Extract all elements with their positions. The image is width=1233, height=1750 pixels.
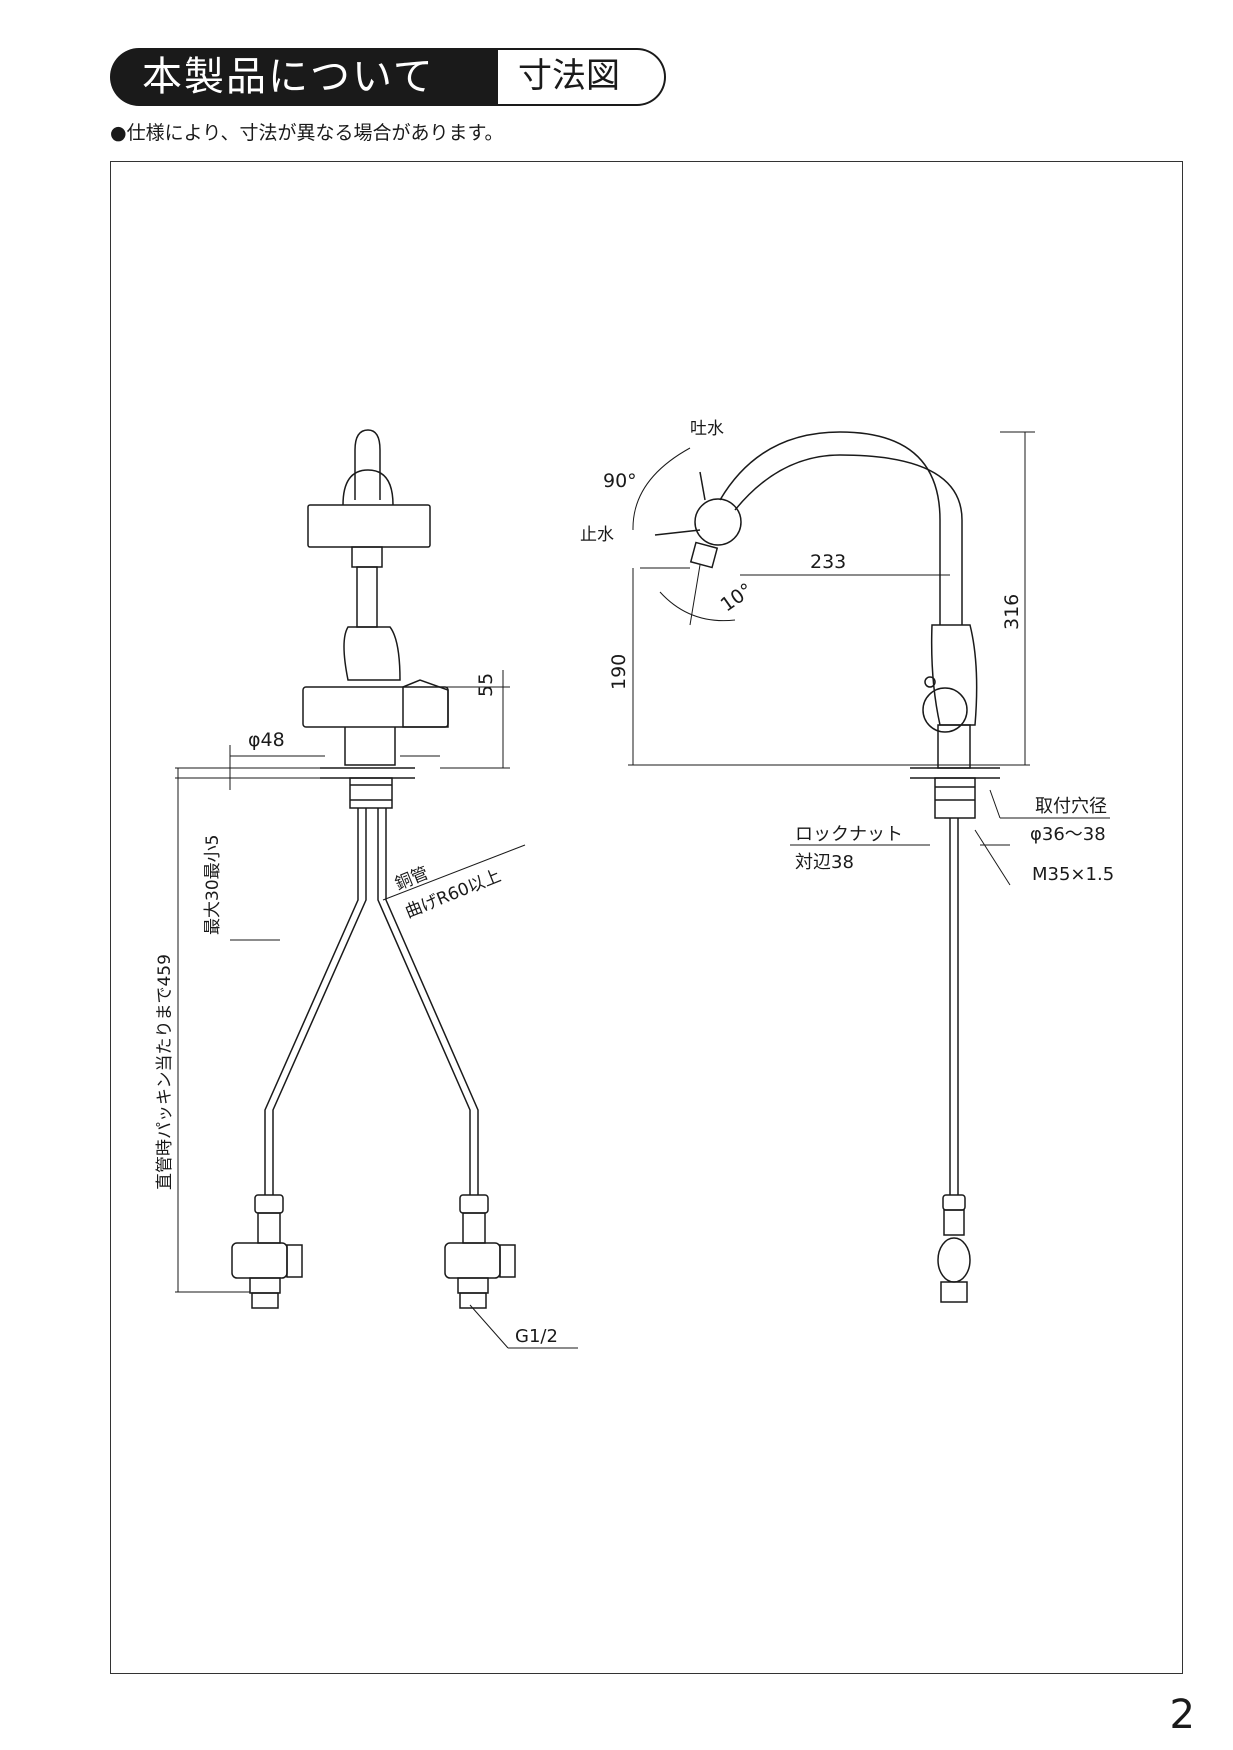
mounting-hole-diameter: φ36～38 — [1030, 824, 1106, 845]
side-view — [628, 431, 1110, 1303]
pipe-material-label: 銅管 — [392, 863, 431, 894]
locknut-label: ロックナット — [795, 824, 903, 845]
section-subtitle: 寸法図 — [498, 48, 666, 106]
locknut-size: 対辺38 — [795, 852, 854, 873]
drawing-frame — [110, 161, 1183, 1674]
stop-label: 止水 — [580, 525, 614, 545]
front-view — [175, 429, 578, 1349]
page-number: 2 — [1169, 1692, 1195, 1738]
dim-190-label: 190 — [608, 654, 630, 690]
dim-233-label: 233 — [810, 551, 846, 573]
dim-max30-min5-label: 最大30最小5 — [203, 835, 223, 935]
thread-g12-label: G1/2 — [515, 1326, 558, 1347]
dim-316-label: 316 — [1001, 594, 1023, 630]
mounting-hole-label: 取付穴径 — [1035, 796, 1107, 817]
dim-55-label: 55 — [475, 673, 497, 697]
thread-m35-label: M35×1.5 — [1032, 864, 1114, 885]
angle-90-label: 90° — [603, 470, 637, 492]
spec-note: ●仕様により、寸法が異なる場合があります。 — [110, 122, 504, 144]
dim-459-label: 直管時パッキン当たりまで459 — [155, 954, 175, 1190]
section-title: 本製品について — [110, 48, 498, 106]
section-header: 本製品について 寸法図 — [110, 48, 666, 106]
spout-label: 吐水 — [690, 419, 724, 439]
dim-phi48-label: φ48 — [248, 729, 285, 751]
angle-10-label: 10° — [717, 579, 757, 616]
